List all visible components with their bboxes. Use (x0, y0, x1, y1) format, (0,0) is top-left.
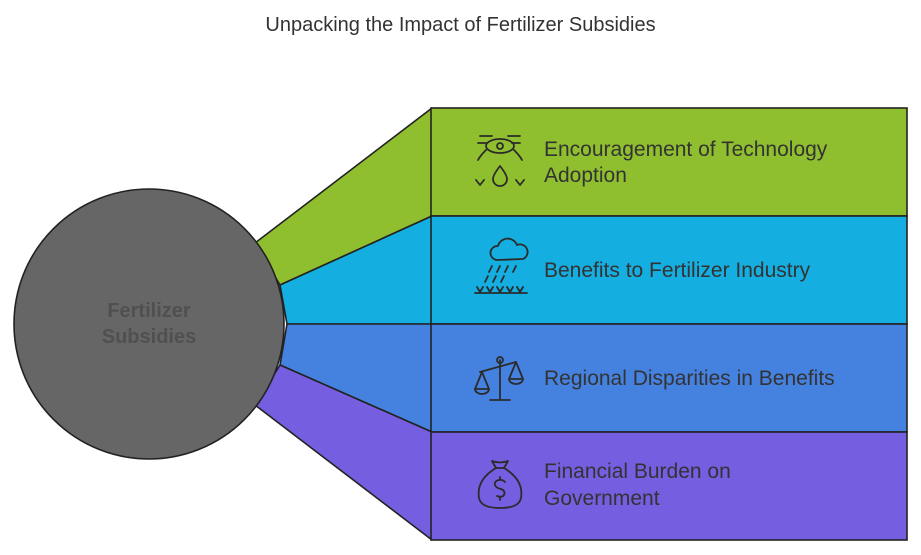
branch-label-financial-line1: Financial Burden on (544, 460, 731, 483)
money-bag-icon (477, 460, 523, 509)
hub-label-line2: Subsidies (102, 326, 196, 348)
rain-cloud-crops-icon (474, 237, 529, 294)
branch-label-regional: Regional Disparities in Benefits (544, 367, 835, 390)
drone-watering-icon (475, 135, 525, 187)
branch-label-industry: Benefits to Fertilizer Industry (544, 259, 811, 282)
branch-label-technology-line2: Adoption (544, 164, 627, 187)
branch-financial-burden (254, 364, 908, 541)
branch-label-financial-line2: Government (544, 487, 660, 510)
hub-label-line1: Fertilizer (107, 300, 191, 322)
balance-scale-icon (474, 356, 524, 401)
diagram-title: Unpacking the Impact of Fertilizer Subsi… (265, 14, 656, 36)
hub-circle (13, 188, 285, 460)
branch-label-technology-line1: Encouragement of Technology (544, 138, 828, 161)
branch-technology-adoption (254, 107, 908, 286)
branch-fertilizer-industry (279, 215, 908, 325)
